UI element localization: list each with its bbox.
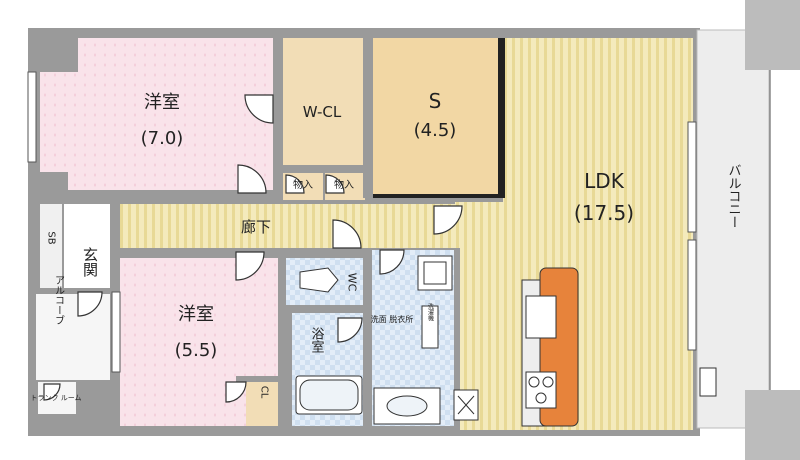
washroom-door[interactable] xyxy=(379,249,405,275)
balcony-wall-bottom xyxy=(745,390,800,460)
entrance-label: 玄関 xyxy=(81,247,99,278)
balcony-area xyxy=(696,29,770,429)
balcony-wall-top xyxy=(745,0,800,70)
s-room-sliding-door xyxy=(498,38,505,198)
balcony-label: バルコニー xyxy=(726,164,742,229)
alcove-label: アルコーブ xyxy=(53,275,65,325)
washroom-label: 洗面 脱衣所 xyxy=(371,314,414,324)
storage-1-label: 物入 xyxy=(293,178,313,191)
western-room-2-size: (5.5) xyxy=(175,340,218,361)
bathroom-label: 浴室 xyxy=(309,327,325,353)
closet-floor xyxy=(246,380,280,426)
service-room-floor xyxy=(373,38,503,194)
toilet-fixture xyxy=(299,267,339,293)
corridor-floor xyxy=(118,204,455,248)
ac-outdoor-unit xyxy=(699,367,717,397)
entrance-floor xyxy=(64,204,116,288)
service-room-size: (4.5) xyxy=(414,120,457,141)
alcove-area xyxy=(36,292,114,380)
washer-space xyxy=(417,255,453,291)
wc-door[interactable] xyxy=(332,219,362,249)
alcove-door[interactable] xyxy=(77,291,103,317)
room-1-window xyxy=(27,71,37,163)
shoe-box-label: SB xyxy=(46,231,57,244)
ldk-window-1 xyxy=(687,121,697,233)
walk-in-closet-label: W-CL xyxy=(303,103,342,121)
ldk-size: (17.5) xyxy=(574,201,634,225)
storage-1-door[interactable] xyxy=(285,174,305,194)
ldk-door[interactable] xyxy=(433,205,463,235)
corridor-label: 廊下 xyxy=(241,218,271,236)
ldk-window-2 xyxy=(687,239,697,351)
toilet-label: WC xyxy=(346,273,359,292)
room-2-door[interactable] xyxy=(235,251,265,281)
western-room-1-label: 洋室 xyxy=(144,92,180,113)
kitchen-sink xyxy=(525,295,557,339)
closet-door[interactable] xyxy=(225,381,247,403)
western-room-1-floor xyxy=(40,38,273,190)
bath-door[interactable] xyxy=(337,317,363,343)
washer-box xyxy=(421,305,439,349)
room-1-door[interactable] xyxy=(244,94,274,124)
washer-label: 洗濯機 xyxy=(427,302,434,322)
service-room-label: S xyxy=(429,89,442,113)
western-room-2-label: 洋室 xyxy=(178,304,214,325)
walk-in-closet-floor xyxy=(283,38,363,168)
storage-2-label: 物入 xyxy=(334,178,354,191)
room-2-window xyxy=(111,291,121,373)
trunk-door[interactable] xyxy=(43,383,61,401)
shoe-box-floor xyxy=(40,204,62,288)
storage-2-door[interactable] xyxy=(325,174,345,194)
room-1-corridor-door[interactable] xyxy=(237,164,267,194)
western-room-1-size: (7.0) xyxy=(141,128,184,149)
closet-label: CL xyxy=(259,386,270,399)
ldk-label: LDK xyxy=(584,169,625,193)
trunk-room-label: トランク ルーム xyxy=(30,394,81,402)
